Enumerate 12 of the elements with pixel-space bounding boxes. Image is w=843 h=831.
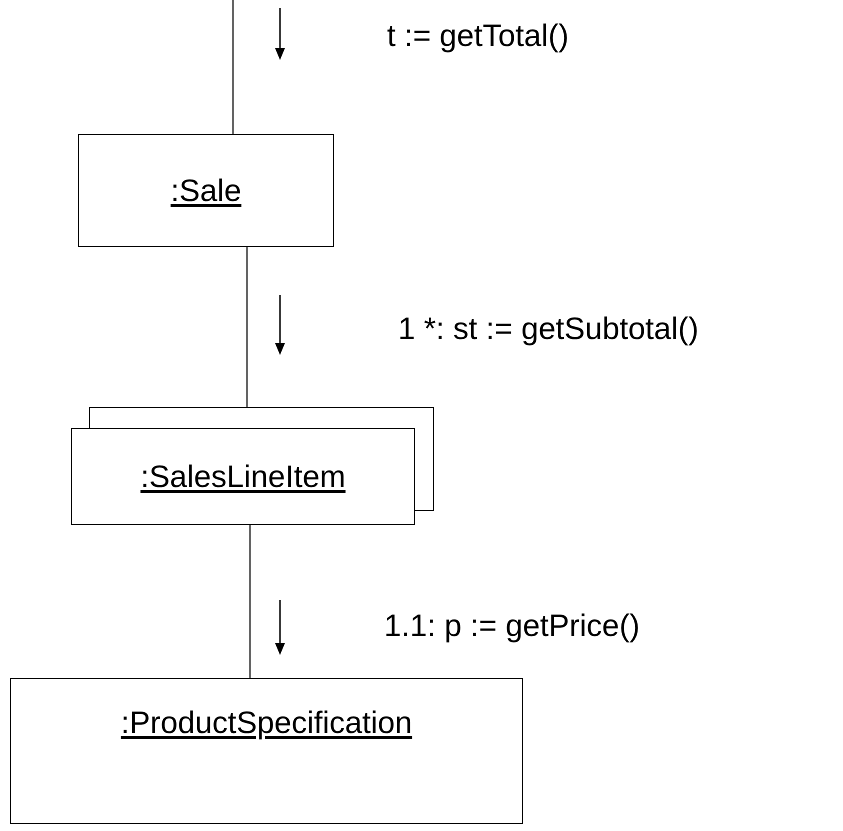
object-box	[78, 134, 334, 247]
object-box	[10, 678, 523, 824]
object-name: :Sale	[170, 172, 242, 208]
object-name: :SalesLineItem	[140, 458, 346, 494]
object-box	[71, 428, 415, 525]
message-label: 1.1: p := getPrice()	[384, 608, 640, 644]
message-label: t := getTotal()	[387, 18, 569, 54]
message-label: 1 *: st := getSubtotal()	[398, 311, 699, 347]
connector-line	[232, 0, 234, 134]
connector-line	[246, 247, 248, 407]
connector-line	[249, 525, 251, 678]
object-name: :ProductSpecification	[120, 705, 412, 741]
